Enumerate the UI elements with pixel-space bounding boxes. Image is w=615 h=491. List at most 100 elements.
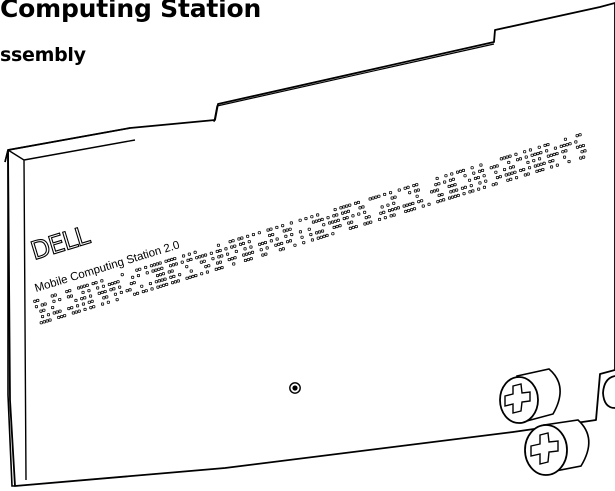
vent-hole — [100, 290, 104, 294]
vent-hole — [353, 201, 358, 205]
vent-hole — [58, 297, 62, 302]
vent-hole — [65, 289, 69, 294]
vent-hole — [348, 226, 352, 230]
vent-hole — [559, 144, 563, 148]
vent-hole — [317, 218, 321, 222]
vent-hole — [332, 225, 336, 230]
vent-hole — [100, 279, 104, 283]
vent-hole — [568, 142, 572, 146]
vent-hole — [506, 178, 510, 182]
vent-hole — [435, 188, 440, 192]
vent-hole — [309, 232, 313, 237]
vent-hole — [467, 178, 472, 182]
vent-hole — [145, 271, 149, 275]
vent-hole — [439, 199, 443, 203]
vent-hole — [392, 213, 396, 217]
vent-hole — [516, 158, 520, 162]
vent-hole — [463, 185, 467, 189]
vent-hole — [340, 211, 345, 215]
vent-hole — [432, 189, 437, 193]
vent-hole — [132, 281, 136, 285]
vent-hole — [81, 290, 85, 294]
vent-hole — [379, 211, 383, 215]
vent-hole — [404, 209, 408, 214]
vent-hole — [491, 183, 495, 187]
vent-hole — [300, 235, 304, 239]
vent-hole — [194, 273, 198, 278]
vent-hole — [447, 184, 451, 189]
vent-hole — [575, 145, 579, 149]
vent-hole — [322, 223, 326, 227]
vent-hole — [460, 186, 464, 190]
vent-hole — [281, 224, 285, 228]
vent-hole — [482, 185, 486, 189]
vent-hole — [87, 300, 91, 304]
vent-pattern — [33, 133, 587, 325]
vent-hole — [265, 246, 269, 250]
vent-hole — [435, 176, 439, 181]
vent-hole — [338, 224, 342, 228]
vent-hole — [452, 189, 456, 193]
vent-hole — [231, 239, 235, 243]
vent-hole — [269, 239, 273, 243]
vent-hole — [225, 252, 230, 256]
vent-hole — [282, 229, 286, 233]
vent-hole — [461, 168, 465, 173]
vent-hole — [247, 240, 251, 244]
vent-hole — [67, 306, 71, 311]
vent-hole — [250, 250, 255, 254]
vent-hole — [351, 225, 355, 230]
vent-hole — [257, 231, 261, 235]
vent-hole — [189, 269, 193, 273]
vent-hole — [238, 242, 243, 246]
vent-hole — [580, 150, 584, 154]
vent-hole — [112, 287, 116, 291]
vent-hole — [442, 198, 446, 202]
vent-hole — [519, 168, 523, 173]
vent-hole — [449, 190, 453, 194]
vent-hole — [482, 174, 486, 178]
vent-hole — [71, 311, 75, 315]
vent-hole — [83, 296, 87, 300]
vent-hole — [412, 207, 417, 211]
vent-hole — [116, 280, 120, 284]
vent-hole — [218, 248, 222, 253]
vent-hole — [154, 280, 158, 284]
vent-hole — [549, 153, 553, 157]
vent-hole — [458, 169, 463, 173]
vent-hole — [411, 201, 415, 206]
vent-hole — [450, 183, 454, 188]
vent-hole — [348, 203, 352, 207]
vent-hole — [322, 234, 326, 238]
vent-hole — [92, 305, 96, 309]
vent-hole — [453, 183, 457, 187]
vent-hole — [390, 208, 394, 212]
vent-hole — [109, 288, 113, 292]
thumbscrew-icon — [499, 368, 561, 424]
vent-hole — [173, 256, 177, 261]
vent-hole — [249, 257, 253, 261]
vent-hole — [51, 305, 55, 310]
vent-hole — [165, 282, 169, 286]
vent-hole — [369, 220, 373, 224]
vent-hole — [220, 265, 224, 270]
vent-hole — [532, 159, 536, 163]
vent-hole — [125, 289, 129, 293]
vent-hole — [408, 191, 412, 195]
vent-hole — [374, 195, 378, 199]
vent-hole — [243, 247, 247, 251]
vent-hole — [451, 177, 455, 181]
vent-hole — [509, 177, 513, 181]
vent-hole — [514, 152, 518, 156]
vent-hole — [240, 236, 244, 240]
vent-hole — [343, 210, 348, 214]
vent-hole — [158, 261, 162, 265]
vent-hole — [332, 214, 336, 218]
vent-hole — [388, 191, 393, 195]
vent-hole — [217, 255, 221, 259]
vent-hole — [492, 165, 496, 169]
vent-hole — [40, 303, 44, 307]
vent-hole — [311, 220, 315, 224]
vent-hole — [437, 193, 441, 197]
vent-hole — [331, 232, 335, 236]
